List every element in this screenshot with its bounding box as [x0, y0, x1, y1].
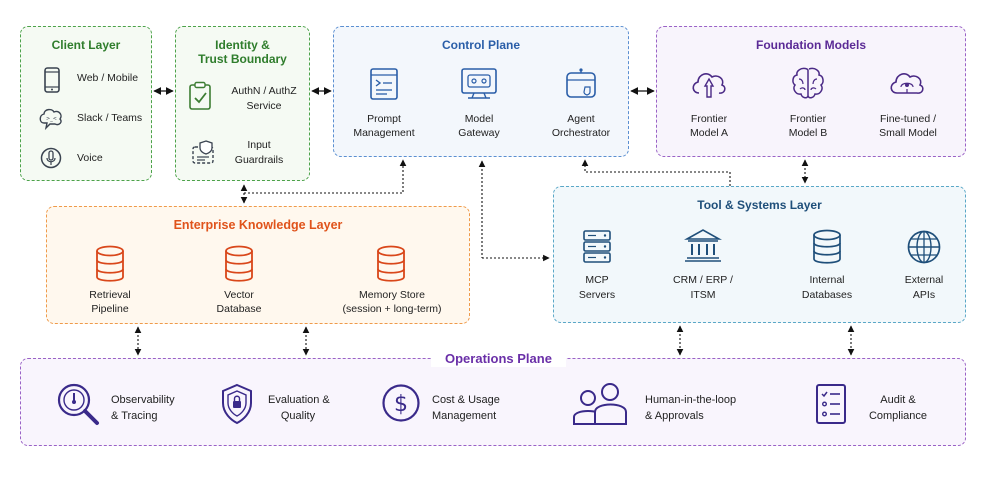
tool-systems-title: Tool & Systems Layer: [697, 198, 822, 212]
enterprise-knowledge-title: Enterprise Knowledge Layer: [173, 218, 343, 232]
knowledge-retrieval-line1: Retrieval: [89, 289, 131, 301]
ops-observability-line1: Observability: [111, 394, 175, 406]
database-icon: [96, 245, 124, 282]
control-plane-title: Control Plane: [441, 38, 520, 52]
chat-bubble-icon: >_<: [39, 108, 62, 130]
clipboard-check-icon: [189, 81, 211, 110]
ops-evaluation-line2: Quality: [280, 410, 316, 422]
ops-cost-line2: Management: [432, 410, 497, 422]
foundation-model-a-line2: Model A: [690, 127, 728, 139]
knowledge-memory-line2: (session + long-term): [342, 303, 442, 315]
knowledge-memory-line1: Memory Store: [359, 289, 425, 301]
svg-text:>_<: >_<: [46, 116, 57, 122]
control-plane-panel: Control Plane Prompt Management Model Ga…: [333, 26, 629, 157]
identity-authn-line2: Service: [246, 100, 282, 112]
globe-icon: [907, 230, 941, 264]
tools-crm-line2: ITSM: [690, 289, 716, 301]
ops-human-loop-line1: Human-in-the-loop: [645, 394, 737, 406]
gateway-monitor-icon: [461, 68, 497, 99]
cloud-rocket-icon: [692, 73, 726, 98]
identity-title-line1: Identity &: [215, 38, 270, 52]
svg-text:$: $: [394, 392, 408, 417]
control-orchestrator-line2: Orchestrator: [551, 127, 611, 139]
prompt-doc-icon: [370, 68, 398, 100]
tools-mcp-line1: MCP: [585, 274, 609, 286]
database-icon: [813, 229, 841, 264]
foundation-finetuned-line1: Fine-tuned /: [879, 113, 937, 125]
knowledge-vector-line1: Vector: [224, 289, 254, 301]
tools-internal-line2: Databases: [801, 289, 853, 301]
foundation-model-a-line1: Frontier: [690, 113, 728, 125]
enterprise-knowledge-panel: Enterprise Knowledge Layer Retrieval Pip…: [46, 206, 470, 324]
bank-icon: [684, 229, 722, 262]
ops-audit-line1: Audit &: [880, 394, 916, 406]
checklist-icon: [816, 384, 846, 424]
identity-guardrails-line1: Input: [247, 139, 271, 151]
database-icon: [377, 245, 405, 282]
control-prompt-line2: Management: [353, 127, 415, 139]
knowledge-vector-line2: Database: [216, 303, 262, 315]
tool-systems-panel: Tool & Systems Layer MCP Servers CRM / E…: [553, 186, 966, 323]
tools-crm-line1: CRM / ERP /: [673, 274, 733, 286]
client-item-web-mobile: Web / Mobile: [77, 72, 139, 84]
tools-external-line2: APIs: [912, 289, 936, 301]
knowledge-retrieval-line2: Pipeline: [91, 303, 129, 315]
brain-icon: [792, 67, 824, 99]
control-gateway-line1: Model: [464, 113, 494, 125]
tools-mcp-line2: Servers: [578, 289, 616, 301]
foundation-models-panel: Foundation Models Frontier Model A Front…: [656, 26, 966, 157]
control-prompt-line1: Prompt: [367, 113, 401, 125]
client-layer-panel: Client Layer Web / Mobile >_< Slack / Te…: [20, 26, 152, 181]
voice-icon: [40, 147, 62, 169]
foundation-model-b-line2: Model B: [788, 127, 828, 139]
ops-cost-line1: Cost & Usage: [432, 394, 500, 406]
ops-audit-line2: Compliance: [868, 410, 928, 422]
identity-guardrails-line2: Guardrails: [234, 154, 284, 166]
client-layer-title: Client Layer: [51, 38, 121, 52]
foundation-models-title: Foundation Models: [756, 38, 866, 52]
operations-plane-panel: Operations Plane Observability & Tracing…: [20, 351, 966, 446]
database-icon: [225, 245, 253, 282]
tools-external-line1: External: [904, 274, 944, 286]
shield-icon: [222, 383, 252, 425]
ops-human-loop-line2: & Approvals: [645, 410, 704, 422]
cloud-chip-icon: [890, 73, 924, 94]
client-item-voice: Voice: [77, 152, 103, 164]
foundation-finetuned-line2: Small Model: [879, 127, 937, 139]
identity-trust-panel: Identity & Trust Boundary AuthN / AuthZ …: [175, 26, 310, 181]
server-icon: [583, 230, 611, 263]
tools-internal-line1: Internal: [809, 274, 845, 286]
ops-observability-line2: & Tracing: [111, 410, 158, 422]
ops-evaluation-line1: Evaluation &: [268, 394, 330, 406]
orchestrator-icon: [566, 68, 596, 98]
identity-authn-line1: AuthN / AuthZ: [231, 85, 297, 97]
identity-title-line2: Trust Boundary: [198, 52, 287, 66]
dollar-icon: $: [382, 384, 420, 422]
control-orchestrator-line1: Agent: [567, 113, 595, 125]
magnifier-icon: [57, 383, 99, 425]
client-item-slack-teams: Slack / Teams: [77, 112, 143, 124]
dotted-tools-orchestrator: [581, 159, 731, 186]
people-icon: [573, 383, 627, 425]
operations-plane-title: Operations Plane: [431, 351, 566, 367]
input-guard-icon: [192, 140, 214, 164]
foundation-model-b-line1: Frontier: [789, 113, 827, 125]
control-gateway-line2: Gateway: [458, 127, 500, 139]
smartphone-icon: [44, 67, 60, 93]
